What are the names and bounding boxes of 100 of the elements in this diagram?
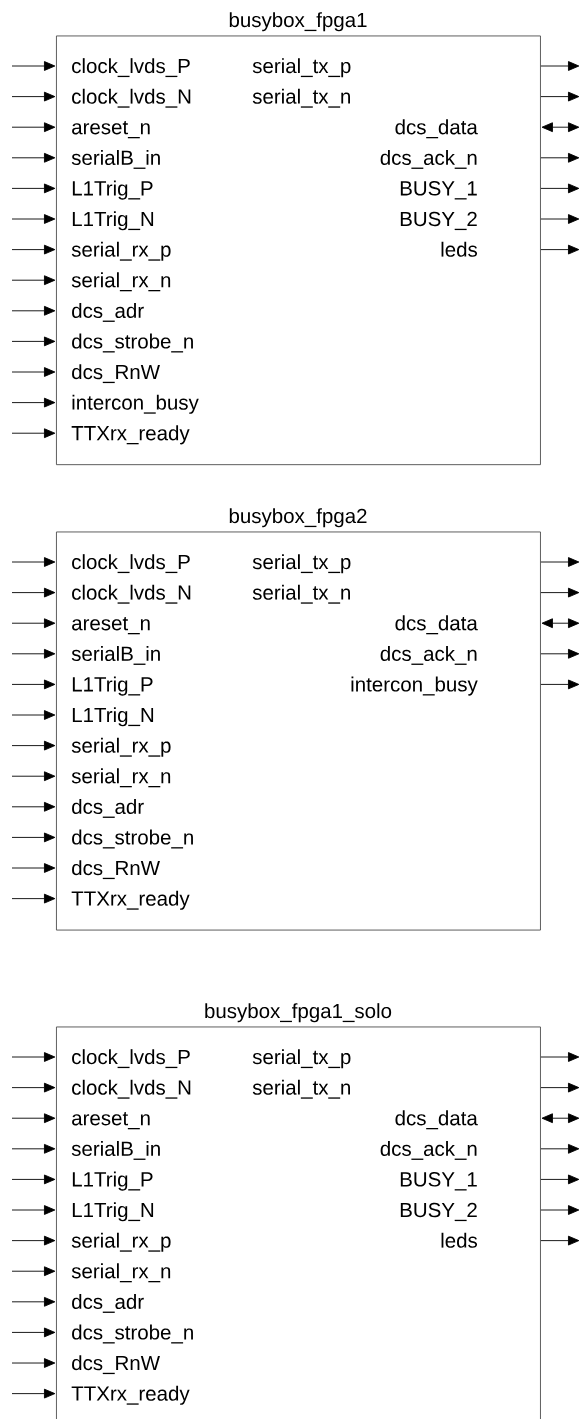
pin-label: clock_lvds_P (72, 1049, 190, 1069)
pin-arrow (11, 367, 56, 377)
pin-label: TTXrx_ready (71, 425, 190, 445)
pin-arrow (11, 832, 56, 843)
pin-arrow (11, 214, 56, 224)
pin-label: dcs_adr (72, 798, 144, 818)
pin-label: dcs_adr (72, 1293, 144, 1313)
pin-arrow (540, 183, 580, 194)
pin-label: leds (441, 1232, 478, 1248)
pin-arrow (540, 91, 580, 102)
pin-arrow (540, 152, 580, 163)
pin-label: BUSY_1 (400, 1172, 477, 1191)
pin-label: dcs_RnW (72, 364, 160, 384)
pin-arrow (11, 336, 56, 347)
pin-label: L1Trig_P (72, 676, 153, 696)
pin-label: serial_rx_n (71, 768, 171, 788)
pin-label: areset_n (72, 1111, 150, 1130)
pin-arrow (11, 771, 56, 782)
pin-label: clock_lvds_P (72, 554, 190, 574)
pin-arrow (11, 122, 56, 133)
pin-arrow (11, 648, 56, 659)
pin-label: dcs_data (395, 1110, 478, 1130)
pin-label: areset_n (72, 120, 150, 139)
pin-label: dcs_ack_n (380, 149, 477, 169)
pin-label: L1Trig_P (72, 180, 153, 200)
pin-arrow (11, 1266, 56, 1277)
pin-label: dcs_ack_n (380, 1140, 477, 1160)
pin-label: serial_tx_p (252, 554, 351, 574)
pin-label: L1Trig_N (72, 707, 154, 727)
pin-label: TTXrx_ready (71, 1385, 190, 1405)
pin-arrow (11, 587, 56, 598)
pin-label: serial_rx_n (71, 1263, 171, 1283)
pin-arrow (11, 740, 56, 751)
pin-label: areset_n (72, 616, 150, 635)
pin-label: serialB_in (71, 149, 160, 169)
pin-arrow (11, 618, 56, 629)
pin-arrow (540, 214, 580, 224)
pin-arrow (11, 893, 56, 904)
pin-arrow (541, 1113, 580, 1124)
pin-arrow (11, 1327, 56, 1338)
pin-arrow (540, 648, 580, 659)
pin-arrow (11, 1174, 56, 1185)
pin-label: serial_tx_n (252, 1079, 350, 1099)
pin-arrow (540, 1205, 580, 1215)
pin-arrow (11, 679, 56, 690)
pin-arrow (540, 61, 580, 71)
pin-label: L1Trig_P (72, 1171, 153, 1191)
pin-label: serial_tx_p (252, 58, 351, 78)
pin-arrow (11, 275, 56, 286)
pin-arrow (11, 428, 56, 439)
pin-arrow (540, 557, 580, 567)
pin-label: serialB_in (71, 645, 160, 665)
pin-label: dcs_strobe_n (72, 333, 193, 353)
pin-arrow (11, 1113, 56, 1124)
pin-label: TTXrx_ready (71, 890, 190, 910)
pin-label: clock_lvds_N (72, 584, 191, 604)
pin-arrow (541, 122, 580, 133)
pin-label: dcs_RnW (72, 1355, 160, 1375)
pin-label: intercon_busy (72, 394, 199, 414)
pin-label: dcs_adr (72, 302, 144, 322)
pin-label: BUSY_2 (400, 211, 477, 231)
pin-label: dcs_ack_n (380, 645, 477, 665)
pin-arrow (11, 1082, 56, 1093)
pin-label: BUSY_2 (400, 1202, 477, 1222)
pin-arrow (11, 1052, 56, 1062)
pin-label: serialB_in (71, 1140, 160, 1160)
pin-arrow (11, 61, 56, 71)
pin-label: dcs_strobe_n (72, 1324, 193, 1344)
pin-label: dcs_RnW (72, 860, 160, 880)
pin-arrow (540, 587, 580, 598)
pin-label: clock_lvds_N (72, 88, 191, 108)
block-title: busybox_fpga1_solo (205, 1003, 392, 1023)
pin-arrow (11, 863, 56, 873)
pin-label: serial_tx_n (252, 584, 350, 604)
pin-label: BUSY_1 (400, 181, 477, 200)
pin-label: L1Trig_N (72, 1202, 154, 1222)
block-title: busybox_fpga2 (229, 508, 367, 528)
block-title: busybox_fpga1 (229, 12, 367, 32)
pin-label: serial_tx_p (252, 1049, 351, 1069)
pin-label: dcs_data (395, 119, 478, 139)
pin-arrow (11, 557, 56, 567)
pin-arrow (11, 91, 56, 102)
pin-arrow (11, 305, 56, 316)
pin-arrow (540, 1174, 580, 1185)
pin-arrow (11, 710, 56, 720)
pin-arrow (540, 1235, 580, 1246)
pin-label: intercon_busy (351, 676, 478, 696)
pin-label: serial_rx_p (71, 1232, 171, 1252)
pin-arrow (11, 801, 56, 812)
pin-label: clock_lvds_P (72, 58, 190, 78)
pin-arrow (11, 183, 56, 194)
pin-arrow (11, 1388, 56, 1399)
pin-label: leds (441, 241, 478, 257)
pin-arrow (540, 1082, 580, 1093)
pin-arrow (540, 244, 580, 255)
pin-arrow (11, 244, 56, 255)
pin-arrow (11, 1205, 56, 1215)
pin-arrow (11, 1358, 56, 1368)
pin-arrow (11, 397, 56, 408)
pin-arrow (540, 1052, 580, 1062)
